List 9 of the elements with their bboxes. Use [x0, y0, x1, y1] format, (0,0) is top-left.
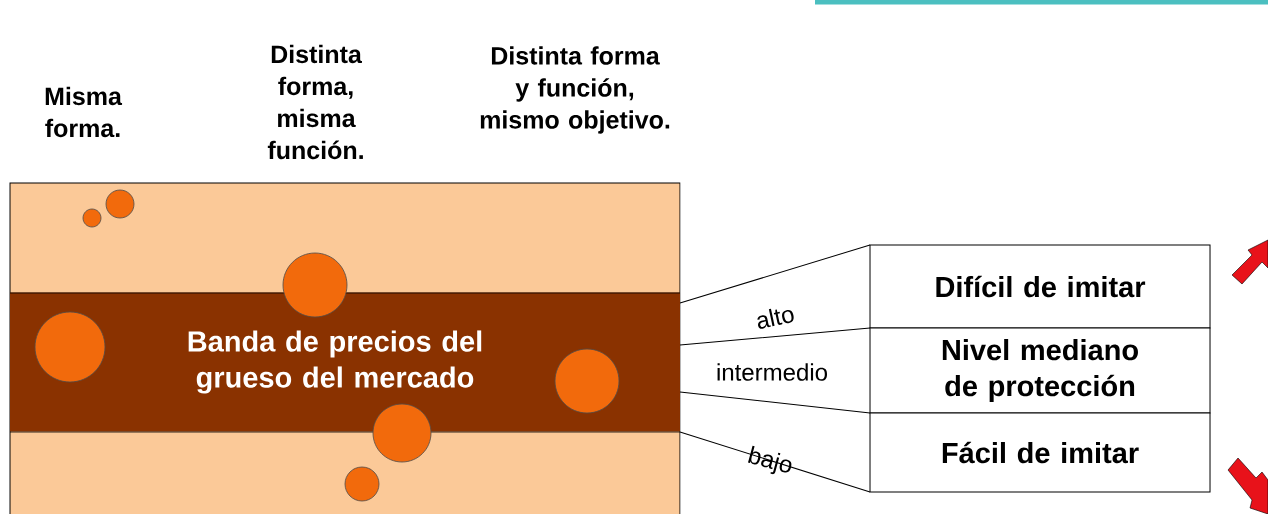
- column-heading: Distinta forma, misma función.: [267, 44, 363, 160]
- text-box: Nivel mediano de protección: [869, 327, 1211, 414]
- column-heading: Misma forma.: [45, 86, 123, 138]
- level-label: intermedio: [717, 363, 827, 381]
- column-heading: Distinta forma y función, mismo objetivo.: [480, 46, 670, 134]
- text-box: Fácil de imitar: [869, 412, 1211, 493]
- level-label: alto: [757, 308, 794, 329]
- level-label: bajo: [748, 445, 792, 475]
- text-box: Difícil de imitar: [869, 244, 1211, 329]
